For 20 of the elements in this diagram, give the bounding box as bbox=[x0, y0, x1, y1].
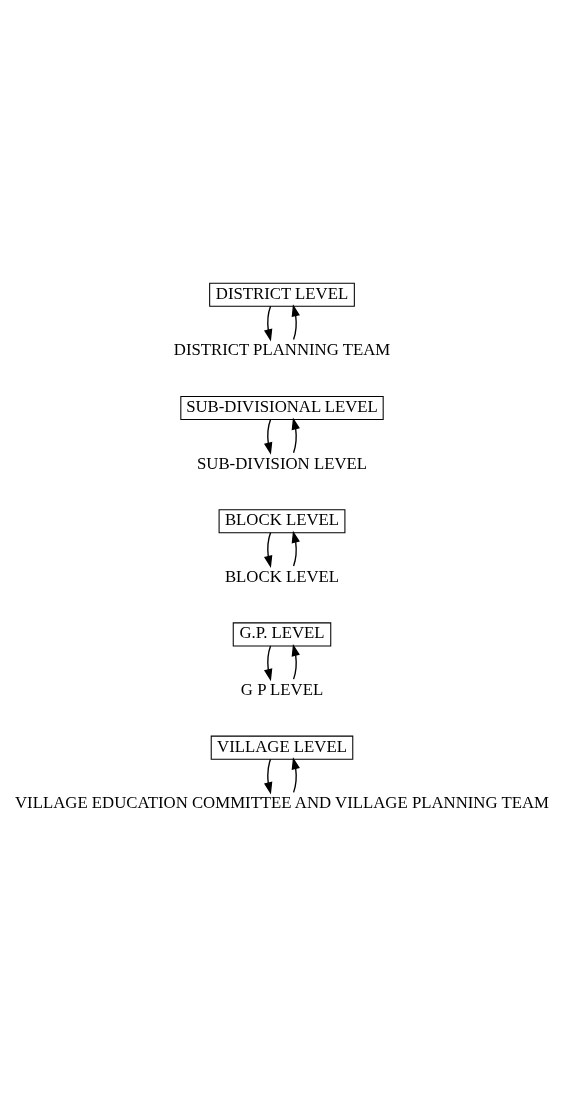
arrow bbox=[291, 757, 300, 794]
arrow bbox=[264, 532, 273, 568]
node-text: VILLAGE EDUCATION COMMITTEE AND VILLAGE PLANNING TEAM bbox=[15, 793, 549, 813]
arrow bbox=[291, 417, 300, 454]
arrow bbox=[264, 305, 273, 342]
node-box: DISTRICT LEVEL bbox=[209, 282, 355, 307]
arrow bbox=[291, 644, 300, 680]
arrow bbox=[291, 530, 300, 567]
arrow bbox=[291, 304, 300, 341]
node-box: SUB-DIVISIONAL LEVEL bbox=[180, 395, 384, 420]
arrow bbox=[264, 645, 273, 682]
node-box: G.P. LEVEL bbox=[232, 622, 332, 647]
node-text: DISTRICT PLANNING TEAM bbox=[173, 340, 391, 360]
node-text: G P LEVEL bbox=[240, 680, 324, 700]
node-text: SUB-DIVISION LEVEL bbox=[197, 453, 367, 473]
node-box: VILLAGE LEVEL bbox=[210, 735, 354, 760]
node-box: BLOCK LEVEL bbox=[218, 509, 346, 534]
arrow bbox=[264, 418, 273, 455]
node-text: BLOCK LEVEL bbox=[224, 566, 340, 586]
arrow bbox=[264, 758, 273, 795]
